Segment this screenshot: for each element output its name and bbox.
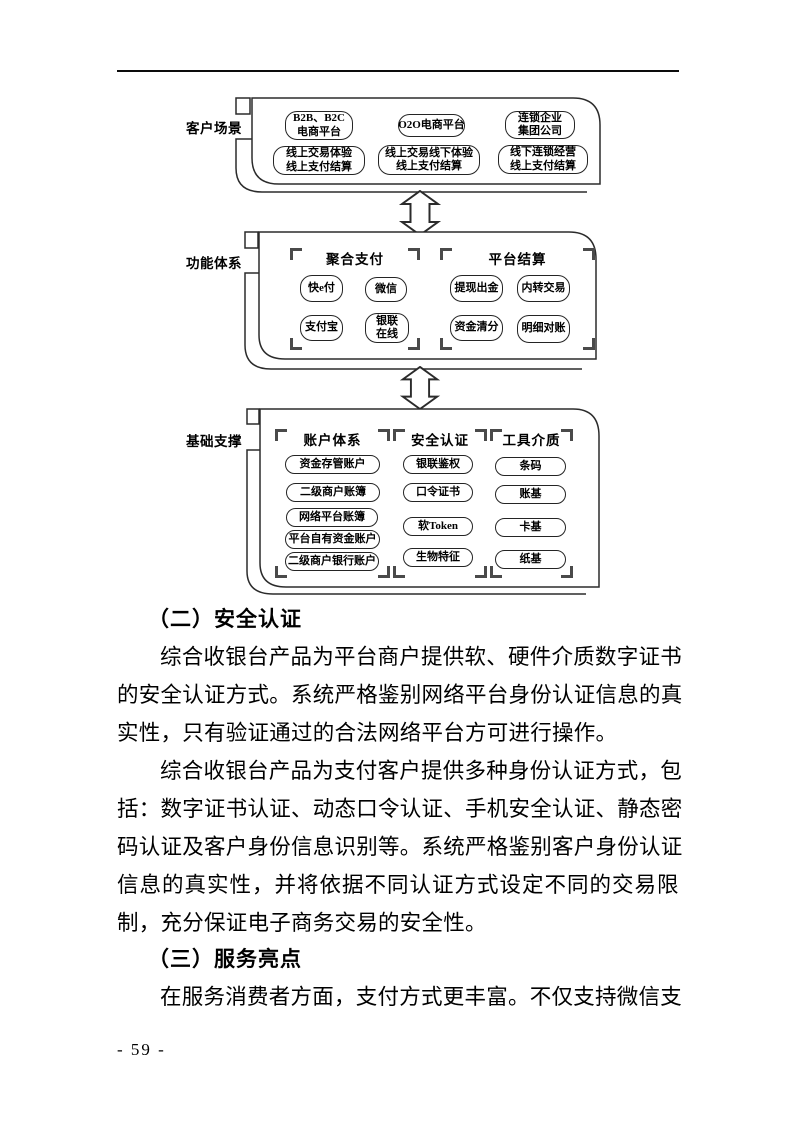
box-withdraw: 提现出金 <box>450 275 503 302</box>
box-biometrics: 生物特征 <box>403 548 473 567</box>
group-title-security-auth: 安全认证 <box>411 433 469 448</box>
corner-bracket-icon <box>408 338 420 350</box>
corner-bracket-icon <box>583 338 595 350</box>
paragraph-line: 综合收银台产品为支付客户提供多种身份认证方式，包 <box>160 759 683 783</box>
box-barcode: 条码 <box>495 457 566 476</box>
layer-label-function: 功能体系 <box>186 256 242 271</box>
box-online-trade-online-pay: 线上交易体验 线上支付结算 <box>273 146 365 175</box>
corner-bracket-icon <box>475 566 487 578</box>
box-sub-merchant-bank-account: 二级商户银行账户 <box>285 552 379 571</box>
paragraph-line: 括：数字证书认证、动态口令认证、手机安全认证、静态密 <box>117 797 683 821</box>
paragraph-line: 综合收银台产品为平台商户提供软、硬件介质数字证书 <box>160 645 683 669</box>
section-heading-security-auth: （二）安全认证 <box>148 607 302 631</box>
box-fund-clearing: 资金清分 <box>450 315 503 341</box>
group-title-platform-settlement: 平台结算 <box>488 252 547 267</box>
paragraph-line: 在服务消费者方面，支付方式更丰富。不仅支持微信支 <box>160 985 683 1009</box>
corner-bracket-icon <box>561 429 573 441</box>
box-platform-own-fund-account: 平台自有资金账户 <box>285 530 380 549</box>
corner-bracket-icon <box>378 566 390 578</box>
box-b2b-b2c-platform: B2B、B2C 电商平台 <box>285 111 353 140</box>
corner-bracket-icon <box>408 248 420 260</box>
box-soft-token: 软Token <box>403 517 473 536</box>
box-unionpay-online: 银联 在线 <box>365 313 409 343</box>
scroll-sheet-icon <box>244 231 597 370</box>
corner-bracket-icon <box>475 429 487 441</box>
box-detail-reconciliation: 明细对账 <box>517 315 570 343</box>
corner-bracket-icon <box>440 338 452 350</box>
corner-bracket-icon <box>561 566 573 578</box>
box-internal-transfer: 内转交易 <box>517 275 570 302</box>
corner-bracket-icon <box>275 566 287 578</box>
box-wechat: 微信 <box>365 277 407 302</box>
corner-bracket-icon <box>583 248 595 260</box>
double-arrow-icon <box>399 366 441 410</box>
box-offline-chain-operation: 线下连锁经营 线上支付结算 <box>498 145 588 174</box>
paragraph-line: 实性，只有验证通过的合法网络平台方可进行操作。 <box>117 721 618 745</box>
box-custody-account: 资金存管账户 <box>285 455 380 474</box>
panel-scene: B2B、B2C 电商平台 O2O电商平台 连锁企业 集团公司 线上交易体验 线上… <box>235 97 602 195</box>
group-title-account-system: 账户体系 <box>303 433 362 448</box>
corner-bracket-icon <box>393 429 405 441</box>
corner-bracket-icon <box>393 566 405 578</box>
panel-function: 聚合支付 快e付 微信 支付宝 银联 在线 平台结算 提现出金 <box>244 231 598 371</box>
double-arrow-icon <box>398 190 442 236</box>
paragraph-line: 制，充分保证电子商务交易的安全性。 <box>117 911 487 935</box>
panel-foundation: 账户体系 资金存管账户 二级商户账簿 网络平台账簿 平台自有资金账户 二级商户银… <box>246 406 602 596</box>
group-title-tool-medium: 工具介质 <box>502 433 561 448</box>
paragraph-line: 码认证及客户身份信息识别等。系统严格鉴别客户身份认证 <box>117 835 683 859</box>
box-card-based: 卡基 <box>495 518 566 537</box>
box-o2o-platform: O2O电商平台 <box>398 114 465 137</box>
box-alipay: 支付宝 <box>300 315 343 341</box>
box-password-certificate: 口令证书 <box>403 483 473 502</box>
box-platform-ledger: 网络平台账簿 <box>286 508 378 527</box>
corner-bracket-icon <box>490 566 502 578</box>
section-heading-service-highlights: （三）服务亮点 <box>148 947 302 971</box>
layer-label-foundation: 基础支撑 <box>186 434 242 449</box>
header-rule <box>117 70 679 73</box>
group-title-aggregated-payment: 聚合支付 <box>326 252 384 267</box>
box-account-based: 账基 <box>495 485 566 504</box>
corner-bracket-icon <box>378 429 390 441</box>
corner-bracket-icon <box>440 248 452 260</box>
paragraph-line: 的安全认证方式。系统严格鉴别网络平台身份认证信息的真 <box>117 683 683 707</box>
corner-bracket-icon <box>290 248 302 260</box>
box-kuai-e-pay: 快e付 <box>300 275 343 302</box>
box-sub-merchant-ledger: 二级商户账簿 <box>286 483 380 502</box>
page-number: - 59 - <box>117 1040 166 1059</box>
box-unionpay-auth: 银联鉴权 <box>403 455 473 474</box>
paragraph-line: 信息的真实性，并将依据不同认证方式设定不同的交易限 <box>117 873 680 897</box>
corner-bracket-icon <box>275 429 287 441</box>
corner-bracket-icon <box>290 338 302 350</box>
box-chain-enterprise: 连锁企业 集团公司 <box>505 111 575 139</box>
corner-bracket-icon <box>490 429 502 441</box>
box-online-trade-offline-exp: 线上交易线下体验 线上支付结算 <box>378 145 480 175</box>
layer-label-scene: 客户场景 <box>186 121 242 136</box>
box-paper-based: 纸基 <box>495 550 566 569</box>
